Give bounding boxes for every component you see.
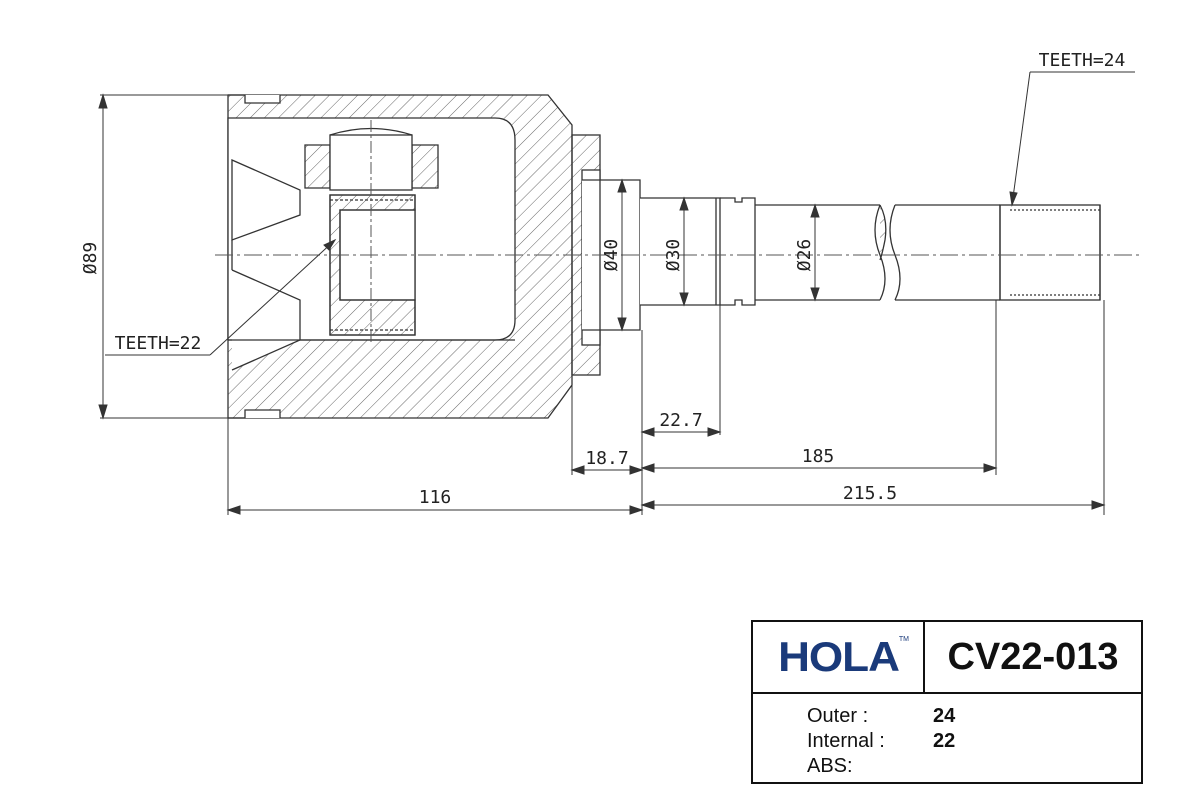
dim-dia-40: Ø40 bbox=[601, 239, 622, 272]
spec-row-internal: Internal : 22 bbox=[807, 729, 1141, 754]
dim-length-215-5: 215.5 bbox=[843, 483, 897, 504]
brand-logo: HOLA TM bbox=[753, 622, 925, 692]
shaft-d30 bbox=[640, 197, 721, 306]
brand-name: HOLA bbox=[777, 633, 900, 680]
trademark-mark: TM bbox=[898, 636, 909, 643]
dim-length-185: 185 bbox=[802, 446, 835, 467]
outer-spline-end bbox=[999, 204, 1101, 301]
tripod-cone bbox=[231, 159, 301, 241]
spec-label: ABS: bbox=[807, 755, 853, 777]
title-header-row: HOLA TM CV22-013 bbox=[753, 622, 1141, 694]
tripod-roller-top bbox=[304, 144, 331, 189]
dim-outer-diameter: Ø89 bbox=[80, 242, 101, 275]
callout-teeth-internal: TEETH=22 bbox=[115, 333, 202, 354]
dim-length-18-7: 18.7 bbox=[585, 448, 628, 469]
spec-list: Outer : 24 Internal : 22 ABS: bbox=[753, 694, 1141, 779]
shaft-d26 bbox=[755, 204, 880, 301]
spec-label: Outer : bbox=[807, 705, 869, 727]
callout-teeth-outer: TEETH=24 bbox=[1039, 50, 1126, 71]
dim-dia-26: Ø26 bbox=[794, 239, 815, 272]
part-number: CV22-013 bbox=[947, 635, 1119, 678]
title-block: HOLA TM CV22-013 Outer : 24 Internal : 2… bbox=[751, 620, 1143, 784]
dim-length-22-7: 22.7 bbox=[659, 410, 702, 431]
spec-label: Internal : bbox=[807, 730, 885, 752]
spec-value: 22 bbox=[933, 730, 956, 752]
spec-row-outer: Outer : 24 bbox=[807, 704, 1141, 729]
spec-value: 24 bbox=[933, 705, 956, 727]
dim-dia-30: Ø30 bbox=[663, 239, 684, 272]
dim-length-116: 116 bbox=[419, 487, 452, 508]
spec-row-abs: ABS: bbox=[807, 754, 1141, 779]
